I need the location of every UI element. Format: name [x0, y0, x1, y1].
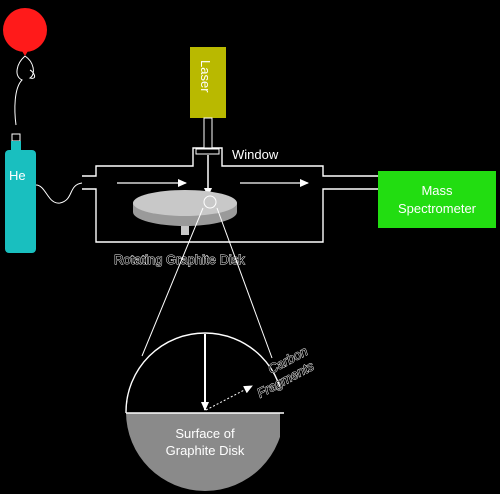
- balloon-knot: [22, 51, 28, 56]
- mass-spectrometer-label-line2: Spectrometer: [398, 201, 477, 216]
- balloon-icon: [3, 8, 47, 126]
- gas-tubing: [35, 182, 83, 204]
- mass-spectrometer: Mass Spectrometer: [378, 171, 496, 228]
- cylinder-valve: [11, 133, 21, 142]
- rotating-graphite-disk: [133, 190, 237, 235]
- ablation-spot: [203, 195, 217, 209]
- magnified-surface: [126, 413, 280, 491]
- reaction-chamber: [82, 147, 378, 243]
- cylinder-body: [5, 150, 36, 253]
- window-pane: [195, 148, 220, 155]
- gas-label: He: [9, 168, 26, 183]
- mass-spectrometer-box: [378, 171, 496, 228]
- chamber-window: Window: [195, 147, 279, 162]
- window-label: Window: [232, 147, 279, 162]
- disk-top: [133, 190, 237, 216]
- magnify-line-right: [216, 207, 273, 359]
- magnified-circle-upper: [125, 332, 280, 413]
- laser-source: Laser: [190, 47, 226, 149]
- balloon-string: [14, 55, 36, 126]
- laser-box: [190, 47, 226, 118]
- surface-label-line1: Surface of: [175, 426, 235, 441]
- balloon-body: [3, 8, 47, 52]
- cylinder-neck: [11, 141, 21, 151]
- disk-label: Rotating Graphite Disk: [114, 252, 245, 267]
- surface-label-line2: Graphite Disk: [166, 443, 245, 458]
- mass-spectrometer-label-line1: Mass: [421, 183, 453, 198]
- magnified-surface-view: Surface of Graphite Disk: [125, 332, 284, 491]
- magnify-line-left: [141, 207, 204, 357]
- fragments-arrow: [205, 385, 253, 411]
- laser-label: Laser: [198, 60, 213, 93]
- laser-nozzle: [203, 117, 213, 149]
- gas-cylinder-icon: He: [5, 133, 36, 253]
